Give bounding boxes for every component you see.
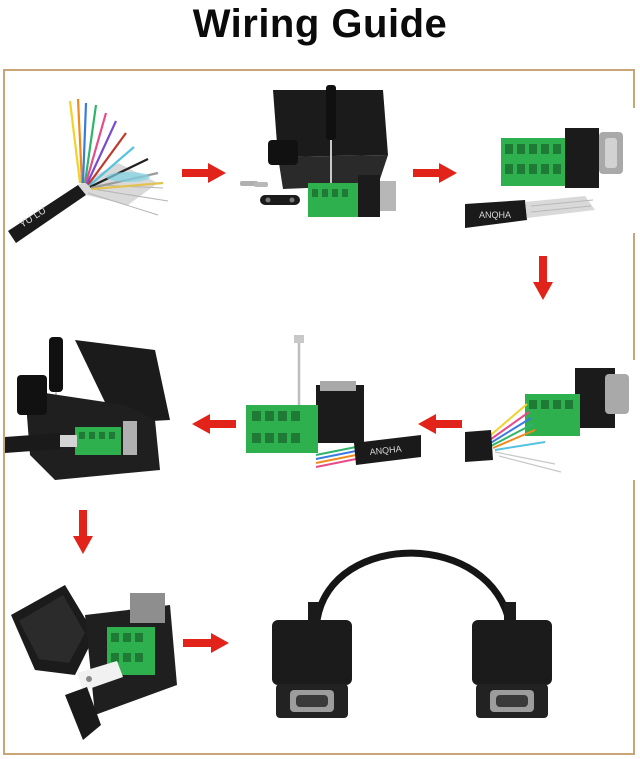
step-7-close-housing-image: [5, 575, 180, 745]
arrow-down-icon: [73, 510, 93, 554]
step-8-finished-cable-image: [262, 540, 562, 745]
arrow-right-icon: [182, 163, 226, 183]
step-6-assembled-housing-image: [5, 335, 190, 490]
arrow-left-icon: [192, 414, 236, 434]
cable-print-text: ANQHA: [369, 444, 402, 457]
step-4-insert-wires-image: [465, 360, 635, 480]
arrow-left-icon: [418, 414, 462, 434]
step-5-tighten-screws-image: ANQHA: [236, 335, 421, 485]
step-1-stripped-cable-image: YU LU: [8, 93, 178, 243]
arrow-down-icon: [533, 256, 553, 300]
arrow-right-icon: [183, 633, 229, 653]
page-title: Wiring Guide: [192, 2, 448, 46]
arrow-right-icon: [413, 163, 457, 183]
cable-print-text: ANQHA: [479, 210, 511, 220]
step-3-terminal-adapter-image: ANQHA: [465, 108, 635, 233]
step-2-open-housing-image: [238, 85, 408, 240]
